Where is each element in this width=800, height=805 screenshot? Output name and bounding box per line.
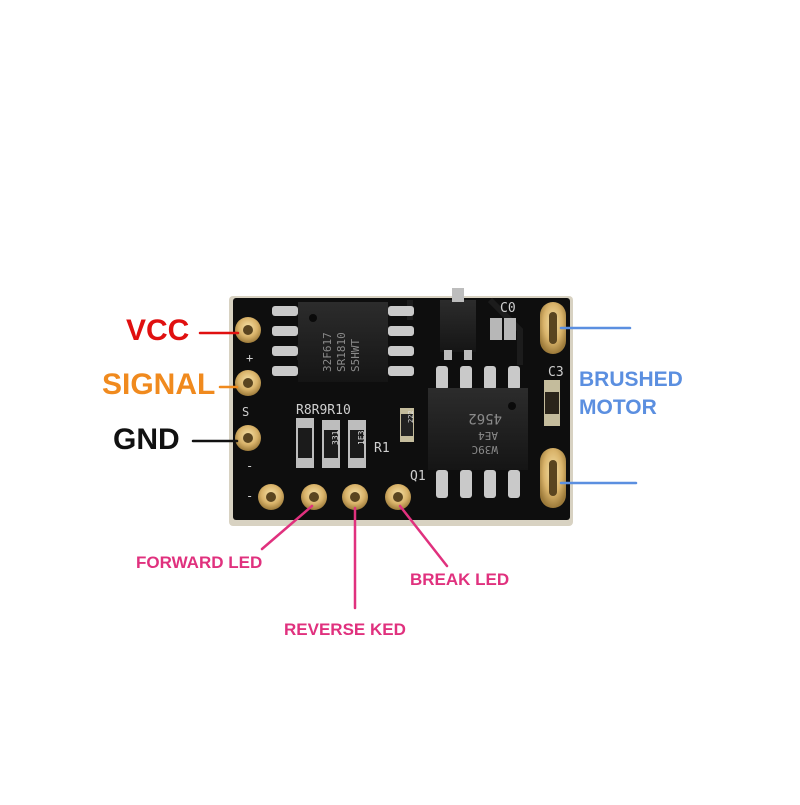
pad-signal — [235, 370, 261, 396]
silk-resistors-label: R8R9R10 — [296, 403, 351, 418]
pad-motor-2 — [540, 448, 566, 508]
solder-pads — [235, 302, 566, 510]
forward-led-label: FORWARD LED — [136, 553, 263, 572]
pad-break-led — [385, 484, 411, 510]
reverse-led-label: REVERSE KED — [284, 620, 406, 639]
pad-reverse-led — [342, 484, 368, 510]
right-chip-marking-1: W39C — [472, 443, 499, 456]
brushed-motor-label-line1: BRUSHED — [579, 368, 683, 391]
silk-s: S — [242, 405, 249, 419]
vcc-label: VCC — [126, 314, 190, 347]
silk-c3: C3 — [548, 365, 564, 380]
resistor-331-marking: 331 — [331, 430, 340, 445]
left-chip-marking-2: SR1810 — [335, 332, 348, 372]
silk-minus-2: - — [246, 489, 253, 503]
left-ic-chip: 32F617 SR1810 S5HWT — [272, 302, 414, 382]
break-led-pointer-line — [398, 504, 449, 568]
pad-vcc — [235, 317, 261, 343]
right-chip-marking-2: AE4 — [478, 429, 498, 442]
right-ic-chip: W39C AE4 4562 — [428, 366, 528, 498]
break-led-label: BREAK LED — [410, 570, 510, 589]
left-chip-marking-1: 32F617 — [321, 332, 334, 372]
silk-plus: + — [246, 351, 253, 365]
brushed-motor-label: BRUSHED MOTOR — [579, 366, 683, 422]
resistor-1e3-marking: 1E3 — [357, 430, 366, 445]
right-chip-marking-3: 4562 — [468, 410, 502, 426]
silk-q1: Q1 — [410, 469, 426, 484]
forward-led-pointer-line — [260, 504, 314, 551]
pad-gnd — [235, 425, 261, 451]
brushed-motor-label-line2: MOTOR — [579, 396, 657, 419]
resistor-222-marking: 222 — [407, 410, 415, 423]
pad-motor-1 — [540, 302, 566, 354]
signal-label: SIGNAL — [102, 368, 216, 401]
silk-r1: R1 — [374, 441, 390, 456]
silk-c0: C0 — [500, 301, 516, 316]
silk-minus: - — [246, 459, 253, 473]
top-transistor — [440, 288, 476, 360]
pad-forward-led — [301, 484, 327, 510]
pad-led-common — [258, 484, 284, 510]
gnd-label: GND — [113, 423, 180, 456]
smd-components: 331 1E3 222 — [296, 318, 560, 468]
left-chip-marking-3: S5HWT — [349, 339, 362, 372]
